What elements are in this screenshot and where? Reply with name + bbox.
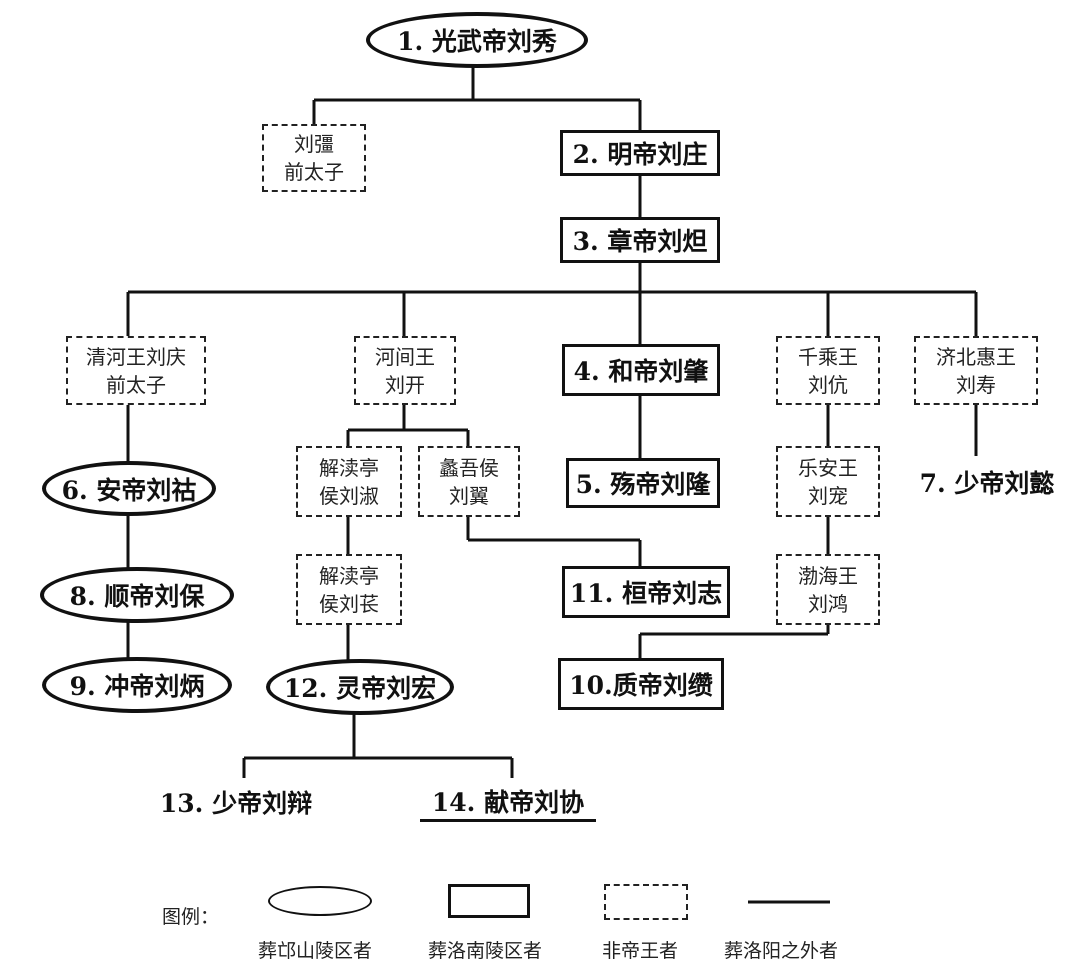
legend-solid-box-sample (448, 884, 530, 918)
node-label: 前太子 (106, 372, 166, 397)
node-liu-hong-bohai: 渤海王 刘鸿 (776, 554, 880, 625)
node-chongdi: 9. 冲帝刘炳 (42, 657, 232, 713)
node-label: 侯刘苌 (319, 591, 379, 616)
node-label: 8. 顺帝刘保 (69, 582, 205, 611)
node-shangdi: 5. 殇帝刘隆 (566, 458, 720, 508)
node-guangwudi: 1. 光武帝刘秀 (366, 12, 588, 68)
node-huandi: 11. 桓帝刘志 (562, 566, 730, 618)
node-label: 3. 章帝刘炟 (572, 227, 708, 256)
node-liu-jiang: 刘彊 前太子 (262, 124, 366, 192)
node-label: 刘宠 (808, 483, 848, 508)
node-label: 12. 灵帝刘宏 (283, 674, 437, 703)
node-zhidi: 10.质帝刘缵 (558, 658, 724, 710)
node-label: 清河王刘庆 (86, 344, 186, 369)
node-label: 10.质帝刘缵 (569, 671, 713, 700)
legend-ellipse-sample (268, 886, 372, 916)
node-label: 14. 献帝刘协 (431, 787, 585, 817)
node-label: 济北惠王 (936, 344, 1016, 369)
node-label: 侯刘淑 (319, 483, 379, 508)
legend-label-mangshan: 葬邙山陵区者 (258, 940, 373, 962)
node-liu-yi: 蠡吾侯 刘翼 (418, 446, 520, 517)
legend-title: 图例： (162, 906, 220, 928)
node-label: 渤海王 (798, 563, 858, 588)
node-label: 刘翼 (449, 483, 489, 508)
legend-label-outside-luoyang: 葬洛阳之外者 (724, 940, 839, 962)
legend-label-luonan: 葬洛南陵区者 (428, 940, 543, 962)
node-shaodi-liu-yi: 7. 少帝刘懿 (912, 462, 1062, 502)
node-xiandi: 14. 献帝刘协 (420, 782, 596, 822)
node-label: 蠡吾侯 (439, 455, 499, 480)
node-zhangdi: 3. 章帝刘炟 (560, 217, 720, 263)
node-label: 2. 明帝刘庄 (572, 140, 708, 169)
node-liu-shu: 解渎亭 侯刘淑 (296, 446, 402, 517)
node-label: 11. 桓帝刘志 (569, 579, 723, 608)
node-label: 7. 少帝刘懿 (919, 469, 1055, 498)
node-label: 刘彊 (294, 132, 334, 156)
node-andi: 6. 安帝刘祜 (42, 461, 216, 516)
node-label: 解渎亭 (319, 455, 379, 480)
node-hedi: 4. 和帝刘肇 (562, 344, 720, 396)
node-label: 4. 和帝刘肇 (573, 357, 709, 386)
node-liu-kang: 千乘王 刘伉 (776, 336, 880, 405)
node-shundi: 8. 顺帝刘保 (40, 567, 234, 623)
node-liu-chong: 乐安王 刘宠 (776, 446, 880, 517)
node-label: 河间王 (375, 344, 435, 369)
node-label: 6. 安帝刘祜 (61, 475, 197, 505)
node-label: 解渎亭 (319, 563, 379, 588)
node-label: 千乘王 (798, 344, 858, 369)
node-label: 刘寿 (956, 372, 996, 397)
node-shaodi-liu-bian: 13. 少帝刘辩 (146, 782, 326, 822)
node-label: 5. 殇帝刘隆 (575, 470, 711, 499)
node-label: 前太子 (284, 160, 344, 184)
legend-dashed-box-sample (604, 884, 688, 920)
node-mingdi: 2. 明帝刘庄 (560, 130, 720, 176)
node-lingdi: 12. 灵帝刘宏 (266, 659, 454, 715)
node-label: 刘开 (385, 372, 425, 397)
node-label: 1. 光武帝刘秀 (397, 27, 557, 56)
node-liu-chang: 解渎亭 侯刘苌 (296, 554, 402, 625)
node-liu-qing: 清河王刘庆 前太子 (66, 336, 206, 405)
node-label: 乐安王 (798, 455, 858, 480)
node-label: 刘伉 (808, 372, 848, 397)
node-label: 9. 冲帝刘炳 (69, 672, 205, 701)
legend-label-non-emperor: 非帝王者 (602, 940, 679, 962)
node-liu-kai: 河间王 刘开 (354, 336, 456, 405)
node-label: 刘鸿 (808, 591, 848, 616)
node-liu-shou: 济北惠王 刘寿 (914, 336, 1038, 405)
node-label: 13. 少帝刘辩 (159, 789, 313, 818)
